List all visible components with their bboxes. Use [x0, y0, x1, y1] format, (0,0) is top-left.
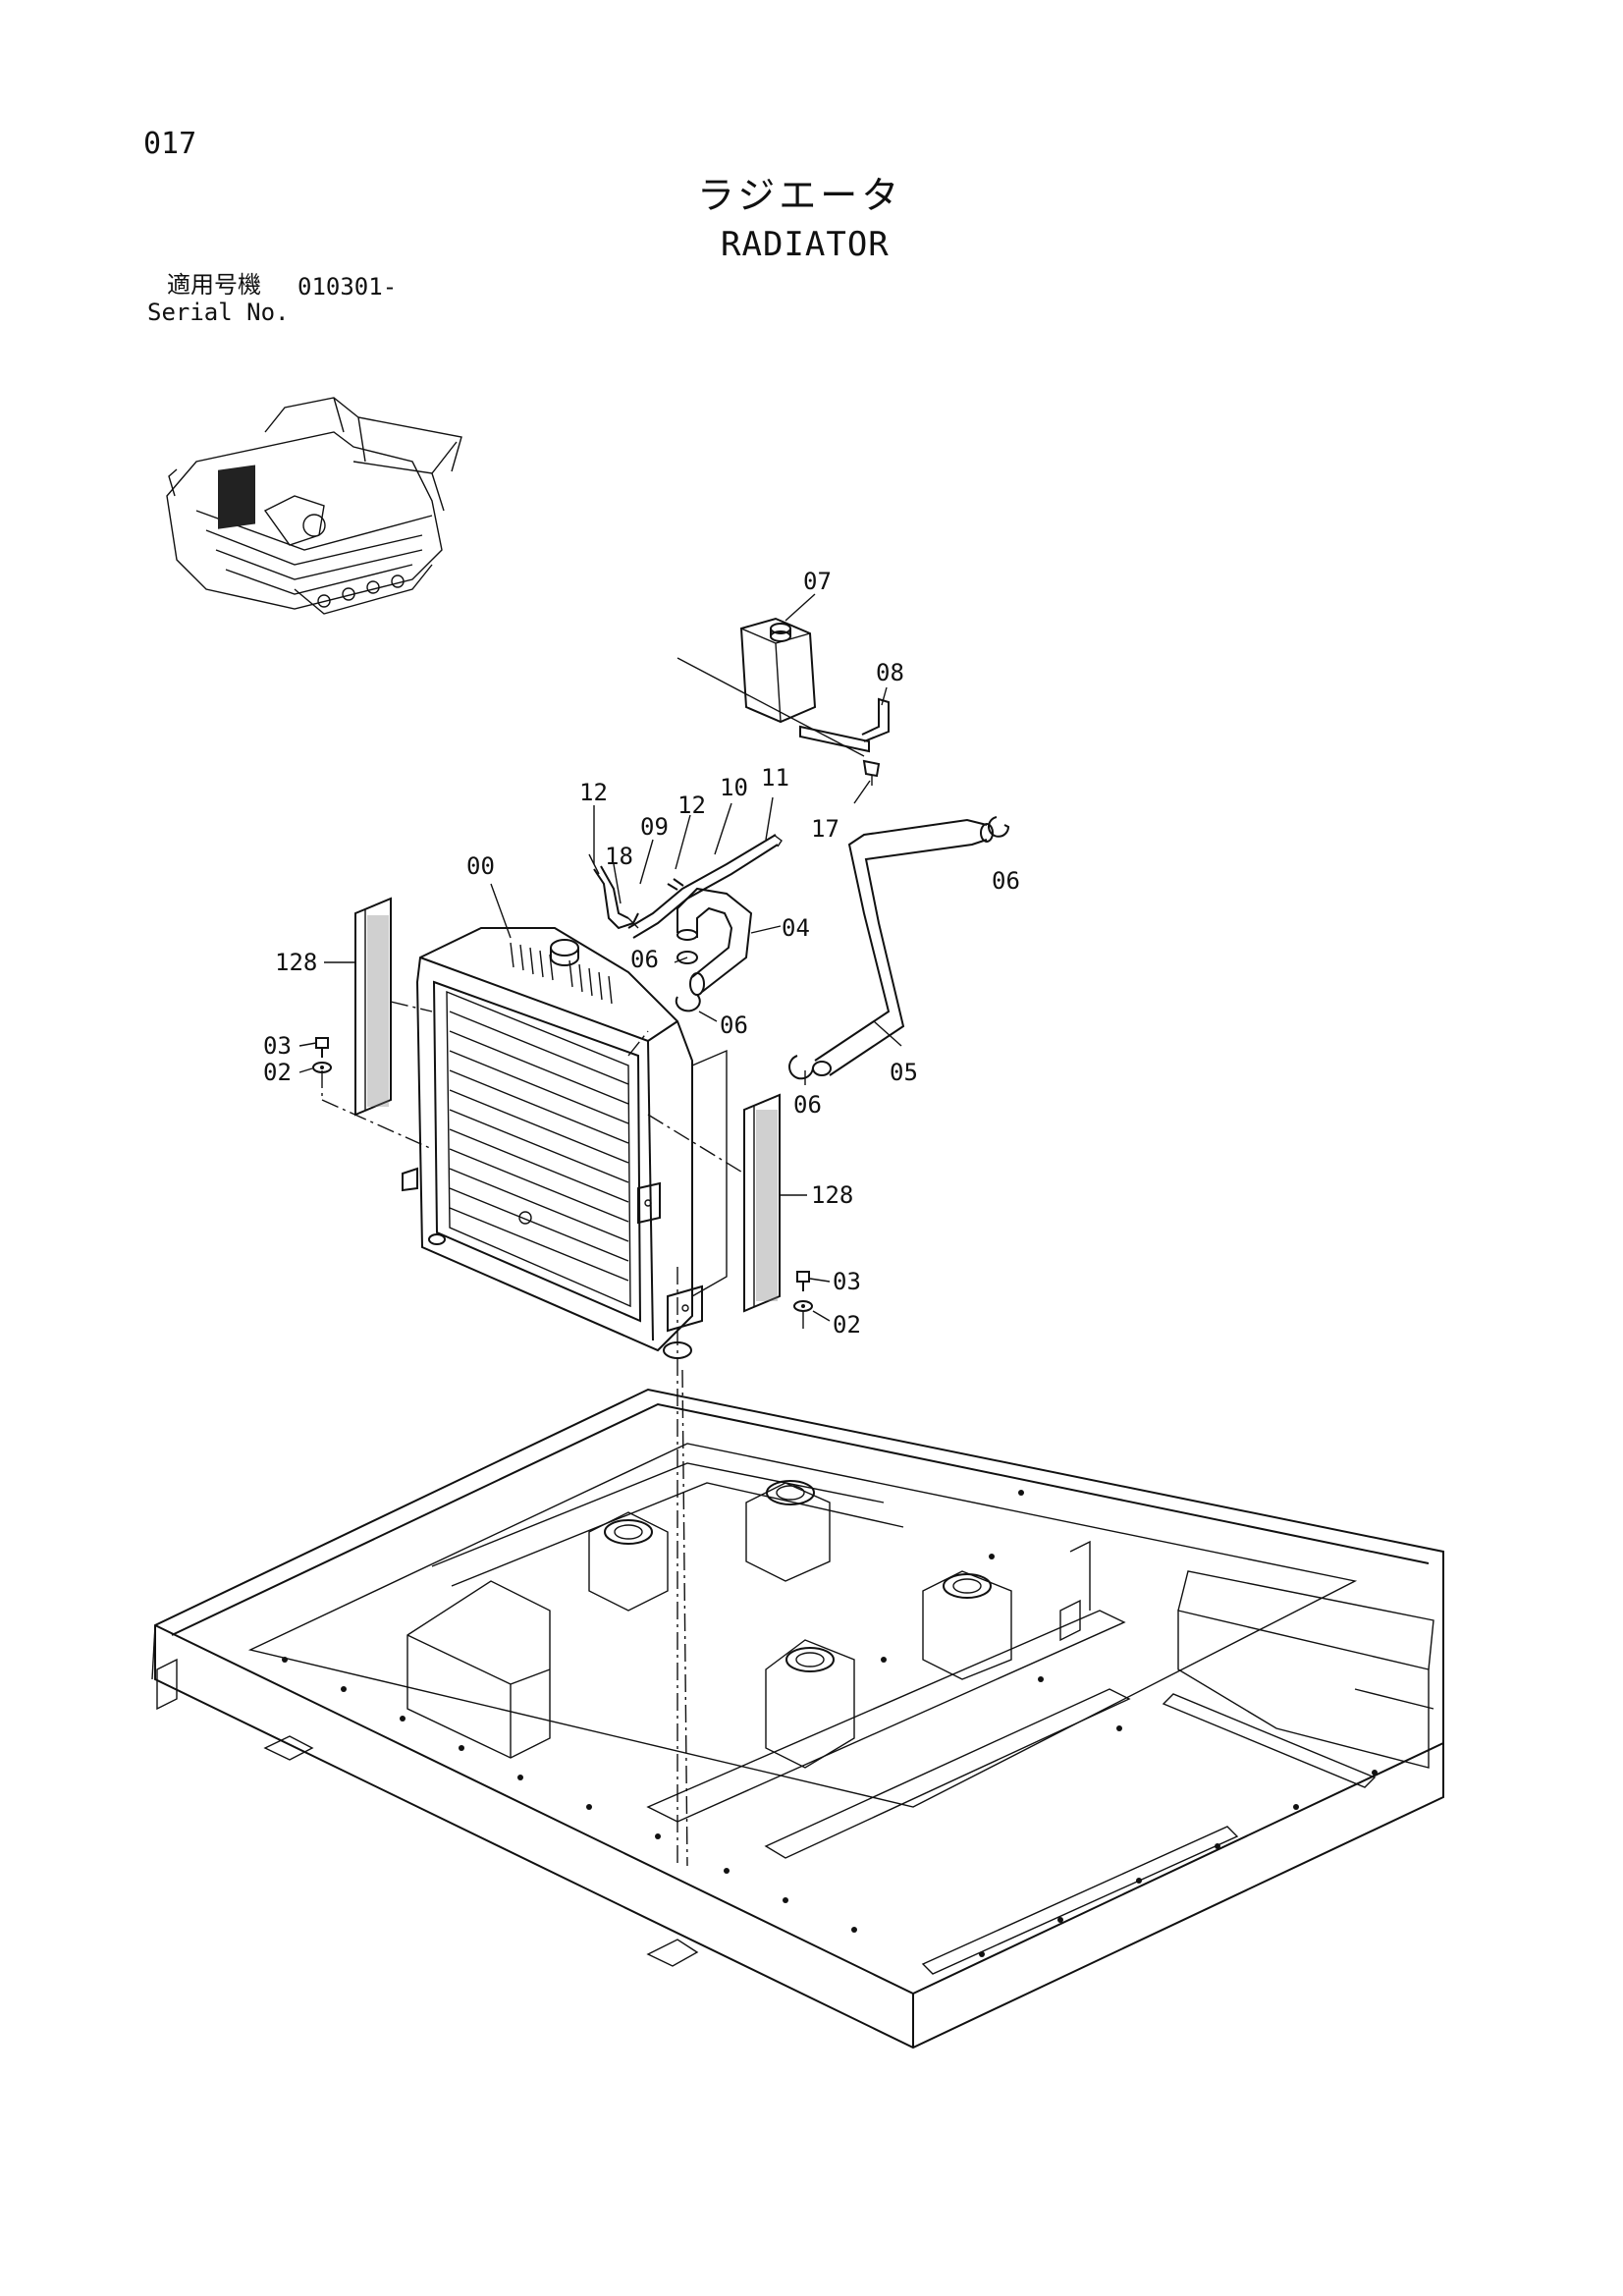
callout-04: 04	[782, 914, 810, 942]
base-frame	[151, 1388, 1444, 2050]
callout-17: 17	[811, 815, 839, 843]
callout-06-top: 06	[992, 867, 1020, 895]
callout-08: 08	[876, 659, 904, 686]
radiator-assembly	[402, 927, 728, 1359]
machine-thumbnail	[166, 397, 462, 615]
callout-leaders	[298, 593, 902, 1322]
callout-07: 07	[803, 568, 832, 595]
serial-number-value: 010301-	[298, 273, 398, 301]
reserve-tank-group	[676, 617, 890, 786]
overflow-hoses	[588, 834, 783, 939]
callout-03-right: 03	[833, 1268, 861, 1295]
lower-hose-05	[788, 816, 1010, 1080]
callout-12-left: 12	[579, 779, 608, 806]
alignment-lines	[321, 1001, 804, 1867]
seal-sponges	[354, 897, 781, 1313]
page-title-japanese: ラジエータ	[697, 174, 903, 217]
upper-hose-04	[675, 887, 753, 1012]
callout-12-right: 12	[677, 792, 706, 819]
callout-02-right: 02	[833, 1311, 861, 1339]
callout-128-left: 128	[275, 949, 317, 976]
bolts-and-washers	[312, 1037, 813, 1312]
callout-10: 10	[720, 774, 748, 801]
page-title-english: RADIATOR	[721, 225, 890, 264]
callout-06-middle: 06	[720, 1011, 748, 1039]
serial-label-english: Serial No.	[147, 299, 290, 326]
callout-05: 05	[890, 1059, 918, 1086]
callout-labels: 07 08 17 11 10 12 09 12 18 00 04 06 06 0…	[263, 568, 1020, 1339]
callout-18: 18	[605, 843, 633, 870]
callout-06-lower: 06	[793, 1091, 822, 1119]
page-number: 017	[143, 127, 197, 161]
callout-02-left: 02	[263, 1059, 292, 1086]
callout-00: 00	[466, 852, 495, 880]
callout-09: 09	[640, 813, 669, 841]
callout-06-upper: 06	[630, 946, 659, 973]
serial-label-japanese: 適用号機	[167, 271, 261, 299]
callout-11: 11	[761, 764, 789, 792]
callout-03-left: 03	[263, 1032, 292, 1060]
callout-128-right: 128	[811, 1181, 853, 1209]
